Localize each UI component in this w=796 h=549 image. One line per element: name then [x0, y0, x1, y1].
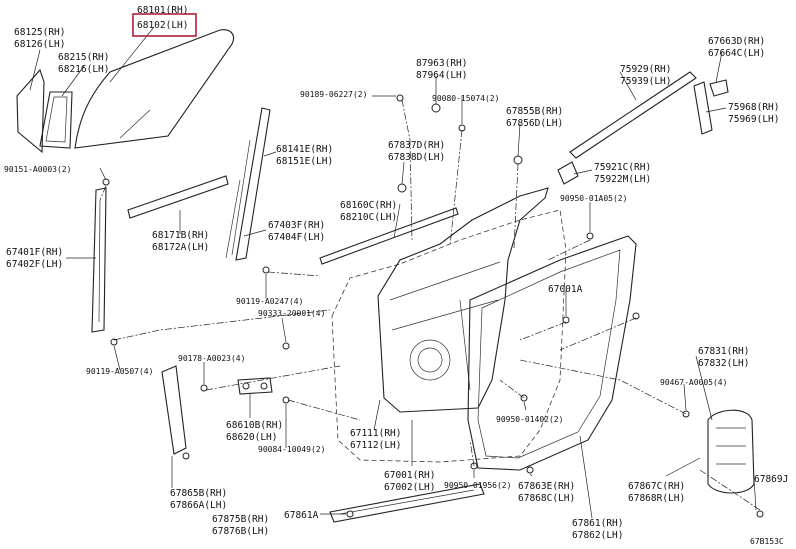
part-number-label: 68160C(RH) [340, 200, 397, 211]
part-number-label: 68126(LH) [14, 39, 65, 50]
hinge-part [237, 377, 273, 395]
part-number-label: 67861(RH) [572, 518, 623, 529]
outer-panel-part [331, 209, 567, 463]
part-number-label: 67868C(LH) [518, 493, 575, 504]
part-number-label: 67862(LH) [572, 530, 623, 541]
regulator-part [707, 409, 755, 494]
part-number-label: 68151E(LH) [276, 156, 333, 167]
part-number-label: 68215(RH) [58, 52, 109, 63]
part-number-label: 90178-A0023(4) [178, 354, 245, 363]
rear-moulding-part [693, 81, 713, 135]
callout-labels: 68101(RH) 68102(LH) 68125(RH) 68126(LH) … [4, 5, 788, 546]
lower-seal-part [329, 483, 485, 523]
part-number-label: 67868R(LH) [628, 493, 685, 504]
leader-lines [29, 26, 757, 519]
part-number-label: 68610B(RH) [226, 420, 283, 431]
part-number-label: 68141E(RH) [276, 144, 333, 155]
part-number-label: 68620(LH) [226, 432, 277, 443]
part-number-label: 90950-01402(2) [496, 415, 563, 424]
part-number-label: 67865B(RH) [170, 488, 227, 499]
part-number-label: 68216(LH) [58, 64, 109, 75]
part-number-label: 75968(RH) [728, 102, 779, 113]
part-number-label: 90119-A0507(4) [86, 367, 153, 376]
part-number-label: 87963(RH) [416, 58, 467, 69]
part-number-label: 67875B(RH) [212, 514, 269, 525]
part-number-label: 75929(RH) [620, 64, 671, 75]
part-number-label: 67831(RH) [698, 346, 749, 357]
part-number-label: 90151-A0003(2) [4, 165, 71, 174]
part-number-label: 90119-A0247(4) [236, 297, 303, 306]
part-number-label: 67855B(RH) [506, 106, 563, 117]
figure-code: 67B153C [750, 537, 784, 546]
part-number-label: 68210C(LH) [340, 212, 397, 223]
inner-weatherstrip-part [319, 207, 459, 265]
highlight-box [132, 13, 197, 37]
part-number-label: 67867C(RH) [628, 481, 685, 492]
part-number-label: 67402F(LH) [6, 259, 63, 270]
part-number-label: 68172A(LH) [152, 242, 209, 253]
part-number-label: 67876B(LH) [212, 526, 269, 537]
quarter-glass-part [16, 68, 45, 154]
part-number-label: 68125(RH) [14, 27, 65, 38]
label-68101-lh: 68102(LH) [137, 20, 188, 31]
belt-moulding-part [127, 175, 229, 219]
front-channel-part [91, 187, 107, 333]
corner-piece-part [709, 79, 729, 97]
quarter-seal-part [39, 91, 73, 149]
door-frame-part [377, 187, 549, 413]
part-number-label: 90467-A0005(4) [660, 378, 727, 387]
part-number-label: 90950-01A05(2) [560, 194, 627, 203]
part-number-label: 67837D(RH) [388, 140, 445, 151]
part-number-label: 67001A [548, 284, 583, 295]
part-number-label: 67001(RH) [384, 470, 435, 481]
part-number-label: 67866A(LH) [170, 500, 227, 511]
part-number-label: 67863E(RH) [518, 481, 575, 492]
part-number-label: 67663D(RH) [708, 36, 765, 47]
assembly-guides [99, 99, 761, 511]
part-number-label: 67664C(LH) [708, 48, 765, 59]
window-moulding-part [557, 161, 579, 185]
part-number-label: 75939(LH) [620, 76, 671, 87]
label-68101: 68101(RH) [137, 5, 188, 16]
part-number-label: 67111(RH) [350, 428, 401, 439]
part-number-label: 90950-01956(2) [444, 481, 511, 490]
part-number-label: 68171B(RH) [152, 230, 209, 241]
part-number-label: 75969(LH) [728, 114, 779, 125]
part-number-label: 67404F(LH) [268, 232, 325, 243]
part-number-label: 67403F(RH) [268, 220, 325, 231]
part-number-label: 75922M(LH) [594, 174, 651, 185]
rear-seal-part [161, 365, 187, 455]
part-number-label: 67838D(LH) [388, 152, 445, 163]
part-number-label: 67861A [284, 510, 319, 521]
part-number-label: 67401F(RH) [6, 247, 63, 258]
part-number-label: 90080-15074(2) [432, 94, 499, 103]
door-weatherstrip-part [467, 235, 637, 471]
part-number-label: 90333-20001(4) [258, 309, 325, 318]
part-number-label: 75921C(RH) [594, 162, 651, 173]
part-number-label: 67856D(LH) [506, 118, 563, 129]
door-glass-part [74, 29, 235, 149]
part-number-label: 67112(LH) [350, 440, 401, 451]
upper-moulding-part [569, 71, 697, 159]
part-number-label: 67832(LH) [698, 358, 749, 369]
division-bar-part [235, 107, 271, 261]
part-number-label: 87964(LH) [416, 70, 467, 81]
fasteners [102, 94, 764, 518]
part-number-label: 90084-10049(2) [258, 445, 325, 454]
part-number-label: 90189-06227(2) [300, 90, 367, 99]
part-number-label: 67869J [754, 474, 788, 485]
part-number-label: 67002(LH) [384, 482, 435, 493]
